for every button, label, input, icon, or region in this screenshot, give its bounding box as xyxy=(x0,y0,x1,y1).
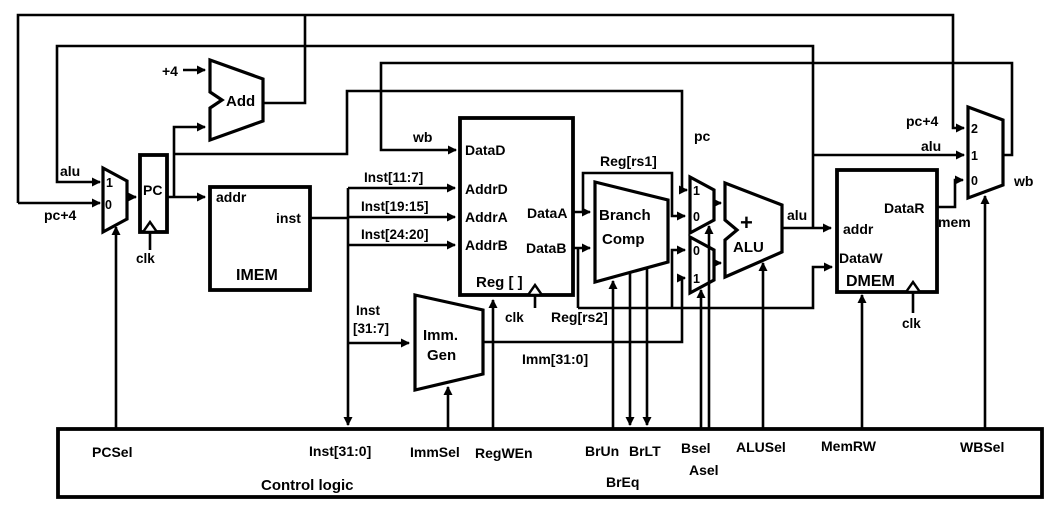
branch-comparator xyxy=(593,179,670,285)
dmem-clk-notch-icon xyxy=(903,279,923,294)
wbmux-in0: 0 xyxy=(971,174,978,188)
signal-breq: BrEq xyxy=(606,474,639,490)
dmem-block xyxy=(835,168,939,294)
regfile-title: Reg [ ] xyxy=(476,274,523,291)
wire-datar-to-wbsel-mux xyxy=(937,175,964,209)
reg-rs1-label: Reg[rs1] xyxy=(600,153,657,169)
branchcomp-title-line2: Comp xyxy=(602,231,645,248)
signal-pcsel: PCSel xyxy=(92,444,132,460)
wbmux-in1: 1 xyxy=(971,149,978,163)
mem-wire-label: mem xyxy=(938,214,971,230)
dmem-title: DMEM xyxy=(846,273,895,290)
inst-31-7-label-line1: Inst xyxy=(356,303,381,318)
pcsel-mux xyxy=(101,165,129,235)
wb-output-label: wb xyxy=(1013,173,1033,189)
pc4-feedback-label: pc+4 xyxy=(44,207,77,223)
regfile-dataa-port: DataA xyxy=(527,205,567,221)
dmem-datar-port: DataR xyxy=(884,200,924,216)
signal-immsel: ImmSel xyxy=(410,444,460,460)
alu-output-label: alu xyxy=(787,207,807,223)
regfile-addra-port: AddrA xyxy=(465,209,508,225)
inst-19-15-label: Inst[19:15] xyxy=(361,199,429,214)
wire-rs2-to-bsel-mux xyxy=(670,245,686,308)
signal-inst-31-0: Inst[31:0] xyxy=(309,443,371,459)
inst-24-20-label: Inst[24:20] xyxy=(361,227,429,242)
pc-register xyxy=(138,153,169,234)
alu-title: ALU xyxy=(733,239,764,256)
dmem-addr-port: addr xyxy=(843,221,874,237)
signal-memrw: MemRW xyxy=(821,438,877,454)
wire-pc-to-add xyxy=(172,122,206,197)
add-unit xyxy=(208,57,265,143)
pc-clk-label: clk xyxy=(136,251,155,266)
wire-imm-to-bsel-mux xyxy=(483,273,686,344)
control-logic-title: Control logic xyxy=(261,477,354,494)
immgen-title-line2: Gen xyxy=(427,347,456,364)
wbmux-pc4-label: pc+4 xyxy=(906,113,939,129)
signal-alusel: ALUSel xyxy=(736,439,786,455)
signal-brun: BrUn xyxy=(585,443,619,459)
regfile-block xyxy=(458,116,575,297)
regfile-datab-port: DataB xyxy=(526,240,566,256)
imem-addr-port: addr xyxy=(216,189,247,205)
signal-brlt: BrLT xyxy=(629,443,661,459)
dmem-clk-label: clk xyxy=(902,316,921,331)
asel-mux-in0: 0 xyxy=(693,210,700,224)
imm-31-0-label: Imm[31:0] xyxy=(522,351,588,367)
alu-feedback-label: alu xyxy=(60,163,80,179)
immgen-title-line1: Imm. xyxy=(423,327,458,344)
signal-asel: Asel xyxy=(689,462,719,478)
regfile-addrd-port: AddrD xyxy=(465,181,508,197)
imm-gen-unit xyxy=(413,293,485,393)
regfile-clk-label: clk xyxy=(505,310,524,325)
asel-mux xyxy=(688,174,716,236)
wire-wb-feedback-rail xyxy=(379,61,1014,157)
wire-pc-to-asel-mux xyxy=(174,89,688,195)
wbsel-mux xyxy=(966,104,1005,201)
pc-clk-notch-icon xyxy=(140,219,160,234)
pcsel-mux-in1: 1 xyxy=(106,176,113,190)
pcsel-mux-in0: 0 xyxy=(105,198,112,212)
reg-rs2-label: Reg[rs2] xyxy=(551,309,608,325)
wbmux-alu-label: alu xyxy=(921,138,941,154)
signal-wbsel: WBSel xyxy=(960,439,1004,455)
signal-regwen: RegWEn xyxy=(475,445,533,461)
wire-pc4-feedback-rail xyxy=(16,13,965,203)
plus4-label: +4 xyxy=(162,63,178,79)
add-title: Add xyxy=(226,93,255,110)
imem-block xyxy=(208,185,312,292)
control-logic-block xyxy=(56,427,1044,499)
inst-31-7-label-line2: [31:7] xyxy=(353,321,389,336)
alu-unit xyxy=(723,180,784,280)
wire-alu-feedback-rail xyxy=(55,44,815,228)
pc-title: PC xyxy=(143,182,162,198)
dmem-dataw-port: DataW xyxy=(839,250,883,266)
imem-inst-port: inst xyxy=(276,210,301,226)
inst-11-7-label: Inst[11:7] xyxy=(364,170,423,185)
wire-add-output xyxy=(263,15,307,105)
bsel-mux-in0: 0 xyxy=(693,244,700,258)
wire-rs2-to-dmem-dataw xyxy=(578,262,833,310)
wb-to-datad-label: wb xyxy=(412,129,432,145)
wire-rs1-to-asel-mux xyxy=(581,171,686,221)
asel-mux-in1: 1 xyxy=(693,184,700,198)
regfile-datad-port: DataD xyxy=(465,142,505,158)
wbmux-in2: 2 xyxy=(971,122,978,136)
imem-title: IMEM xyxy=(236,267,278,284)
regfile-addrb-port: AddrB xyxy=(465,237,508,253)
branchcomp-title-line1: Branch xyxy=(599,207,651,224)
bsel-mux-in1: 1 xyxy=(693,272,700,286)
alu-plus-symbol: + xyxy=(740,210,753,235)
signal-bsel: Bsel xyxy=(681,440,711,456)
regfile-clk-notch-icon xyxy=(525,282,545,297)
pc-wire-label: pc xyxy=(694,128,711,144)
